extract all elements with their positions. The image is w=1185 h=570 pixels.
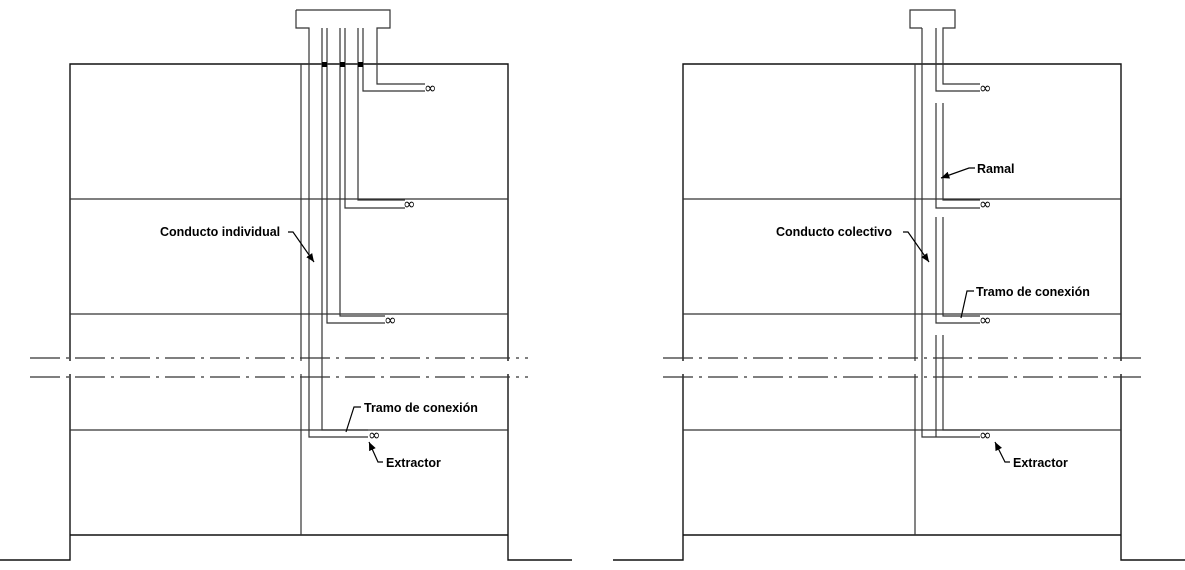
damper — [322, 62, 327, 67]
label-ramal: Ramal — [977, 162, 1015, 176]
extractor-icon: ∞ — [368, 426, 381, 444]
damper — [340, 62, 345, 67]
extractor-icon: ∞ — [403, 195, 416, 213]
extractor-icon: ∞ — [979, 195, 992, 213]
extractor-icon: ∞ — [979, 79, 992, 97]
extractor-icon: ∞ — [979, 311, 992, 329]
building-outline — [0, 63, 572, 561]
left-diagram-individual-duct: ∞ ∞ ∞ ∞ Conducto individual Tramo de con… — [0, 9, 572, 561]
label-extractor: Extractor — [1013, 456, 1068, 470]
label-conducto-colectivo: Conducto colectivo — [776, 225, 892, 239]
extractor-icon: ∞ — [424, 79, 437, 97]
building-outline — [613, 63, 1185, 561]
label-tramo-conexion: Tramo de conexión — [976, 285, 1090, 299]
collective-duct — [909, 9, 980, 438]
label-tramo-conexion: Tramo de conexión — [364, 401, 478, 415]
extractor-icon: ∞ — [384, 311, 397, 329]
individual-ducts — [295, 9, 425, 438]
extractor-icon: ∞ — [979, 426, 992, 444]
right-diagram-collective-duct: ∞ ∞ ∞ ∞ Ramal Conducto colectivo Tramo d… — [613, 9, 1185, 561]
label-conducto-individual: Conducto individual — [160, 225, 280, 239]
label-extractor: Extractor — [386, 456, 441, 470]
damper — [358, 62, 363, 67]
